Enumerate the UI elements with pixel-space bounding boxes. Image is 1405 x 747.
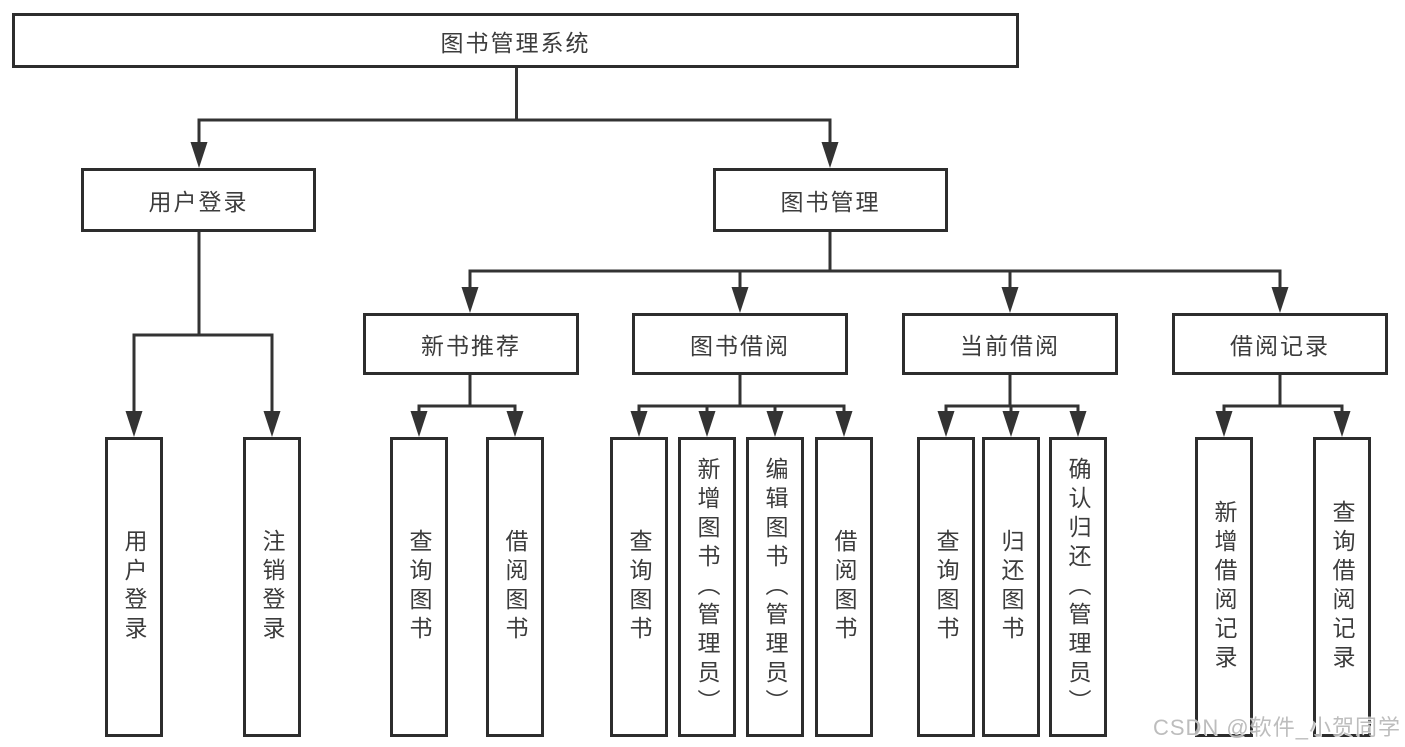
wire-root-to-level2 (197, 68, 832, 146)
arrow-icon (506, 411, 524, 437)
node-label: 当前借阅 (960, 333, 1060, 359)
arrow-icon (1271, 287, 1289, 313)
arrow-icon (698, 411, 716, 437)
node-label: 新书推荐 (421, 333, 521, 359)
node-label: 查询图书 (406, 529, 432, 645)
arrow-icon (125, 411, 143, 437)
node-label: 用户登录 (148, 189, 249, 215)
arrow-icon (630, 411, 648, 437)
leaf-add-borrow-record: 新增借阅记录 (1195, 437, 1253, 737)
node-label: 注销登录 (259, 529, 285, 645)
leaf-return-books: 归还图书 (982, 437, 1040, 737)
node-label: 查询图书 (933, 529, 959, 645)
node-library-system: 图书管理系统 (12, 13, 1019, 68)
connector-paths (132, 68, 1344, 415)
arrow-icon (190, 142, 208, 168)
arrow-icon (461, 287, 479, 313)
node-label: 新增借阅记录 (1211, 500, 1237, 674)
node-label: 借阅图书 (831, 529, 857, 645)
node-book-management-branch: 图书管理 (713, 168, 948, 232)
node-label: 用户登录 (121, 529, 147, 645)
arrow-icon (835, 411, 853, 437)
arrow-icon (937, 411, 955, 437)
wire-new-book-branch (417, 374, 517, 415)
arrowheads (125, 142, 1351, 437)
arrow-icon (766, 411, 784, 437)
leaf-query-books-current: 查询图书 (917, 437, 975, 737)
wire-borrow-records-branch (1222, 374, 1344, 415)
arrow-icon (821, 142, 839, 168)
arrow-icon (731, 287, 749, 313)
wire-book-mgmt-branch (468, 232, 1282, 291)
arrow-icon (410, 411, 428, 437)
arrow-icon (1215, 411, 1233, 437)
node-label: 借阅图书 (502, 529, 528, 645)
leaf-query-books-borrowing: 查询图书 (610, 437, 668, 737)
node-borrowing-records: 借阅记录 (1172, 313, 1388, 375)
arrow-icon (1069, 411, 1087, 437)
wire-current-borrow-branch (944, 374, 1080, 415)
arrow-icon (1002, 411, 1020, 437)
wire-book-borrow-branch (637, 374, 846, 415)
node-label: 确认归还（管理员） (1065, 456, 1091, 718)
node-label: 借阅记录 (1230, 333, 1330, 359)
node-label: 编辑图书（管理员） (762, 456, 788, 718)
wire-user-login-branch (132, 232, 274, 415)
arrow-icon (263, 411, 281, 437)
node-label: 查询图书 (626, 529, 652, 645)
arrow-icon (1001, 287, 1019, 313)
leaf-logout: 注销登录 (243, 437, 301, 737)
node-label: 查询借阅记录 (1329, 500, 1355, 674)
leaf-borrow-books: 借阅图书 (815, 437, 873, 737)
node-current-borrowing: 当前借阅 (902, 313, 1118, 375)
node-label: 图书借阅 (690, 333, 790, 359)
leaf-query-books-recommend: 查询图书 (390, 437, 448, 737)
arrow-icon (1333, 411, 1351, 437)
csdn-watermark: CSDN @软件_小贺同学 (1152, 715, 1401, 740)
leaf-edit-books-admin: 编辑图书（管理员） (746, 437, 804, 737)
leaf-borrow-books-recommend: 借阅图书 (486, 437, 544, 737)
node-new-book-recommend: 新书推荐 (363, 313, 579, 375)
node-label: 图书管理 (780, 189, 881, 215)
leaf-query-borrow-record: 查询借阅记录 (1313, 437, 1371, 737)
node-label: 图书管理系统 (440, 29, 591, 56)
leaf-user-login: 用户登录 (105, 437, 163, 737)
leaf-add-books-admin: 新增图书（管理员） (678, 437, 736, 737)
node-label: 新增图书（管理员） (694, 456, 720, 718)
leaf-confirm-return-admin: 确认归还（管理员） (1049, 437, 1107, 737)
node-book-borrowing: 图书借阅 (632, 313, 848, 375)
node-label: 归还图书 (998, 529, 1024, 645)
node-user-login-branch: 用户登录 (81, 168, 316, 232)
